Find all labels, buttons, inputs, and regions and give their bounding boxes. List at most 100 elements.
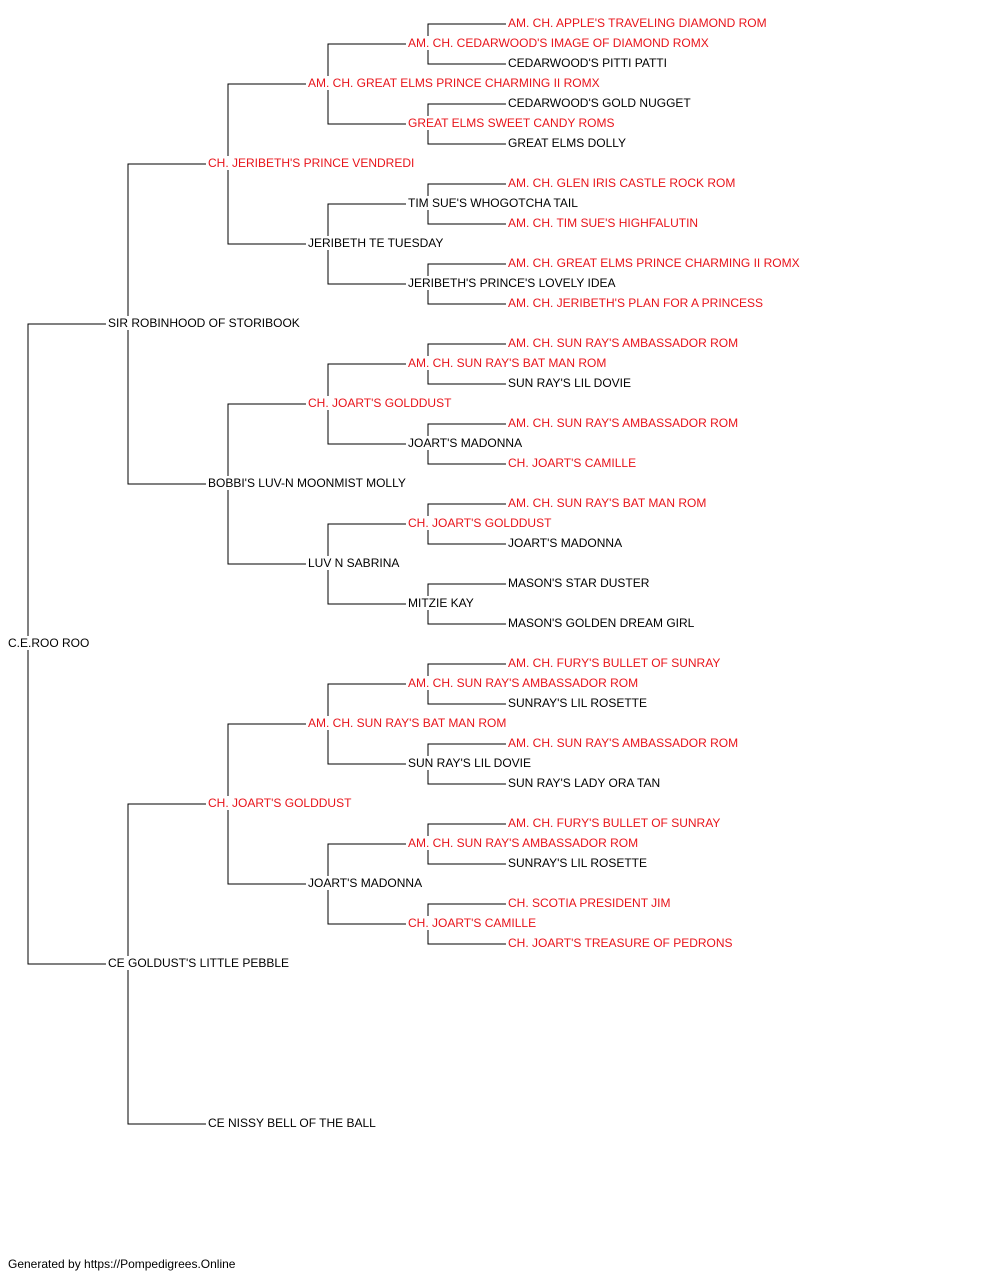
connector-line [227, 403, 306, 476]
connector-line [427, 930, 506, 945]
ancestor-ggg-grandparent-sdsds: AM. CH. SUN RAY'S AMBASSADOR ROM [507, 416, 740, 430]
connector-line [327, 843, 406, 876]
connector-line [127, 163, 206, 316]
connector-line [327, 523, 406, 556]
ancestor-ggg-grandparent-dsssd: SUNRAY'S LIL ROSETTE [507, 696, 648, 710]
ancestor-ggg-grandparent-sssds: CEDARWOOD'S GOLD NUGGET [507, 96, 692, 110]
ancestor-ggg-grandparent-ssddd: AM. CH. JERIBETH'S PLAN FOR A PRINCESS [507, 296, 765, 310]
ancestor-great-grandparent-sds: CH. JOART'S GOLDDUST [307, 396, 453, 410]
ancestor-gg-grandparent-dssd: SUN RAY'S LIL DOVIE [407, 756, 532, 770]
ancestor-gg-grandparent-sddd: MITZIE KAY [407, 596, 475, 610]
ancestor-gg-grandparent-sssd: GREAT ELMS SWEET CANDY ROMS [407, 116, 616, 130]
connector-line [427, 263, 506, 276]
connector-line [427, 343, 506, 356]
ancestor-grandparent-sd: BOBBI'S LUV-N MOONMIST MOLLY [207, 476, 407, 490]
connector-line [327, 363, 406, 396]
ancestor-ggg-grandparent-sdssd: SUN RAY'S LIL DOVIE [507, 376, 632, 390]
connector-line [227, 83, 306, 156]
connector-line [127, 803, 206, 956]
connector-line [427, 610, 506, 625]
footer-credit: Generated by https://Pompedigrees.Online [8, 1257, 236, 1271]
connector-line [427, 183, 506, 196]
ancestor-ggg-grandparent-sddss: AM. CH. SUN RAY'S BAT MAN ROM [507, 496, 708, 510]
ancestor-gg-grandparent-sdsd: JOART'S MADONNA [407, 436, 524, 450]
ancestor-ggg-grandparent-dssdd: SUN RAY'S LADY ORA TAN [507, 776, 662, 790]
ancestor-gg-grandparent-ssdd: JERIBETH'S PRINCE'S LOVELY IDEA [407, 276, 617, 290]
connector-line [427, 103, 506, 116]
ancestor-gg-grandparent-ssss: AM. CH. CEDARWOOD'S IMAGE OF DIAMOND ROM… [407, 36, 710, 50]
connector-line [227, 810, 306, 885]
connector-line [327, 730, 406, 765]
connector-line [227, 490, 306, 565]
ancestor-ggg-grandparent-dsdds: CH. SCOTIA PRESIDENT JIM [507, 896, 672, 910]
ancestor-ggg-grandparent-dsdss: AM. CH. FURY'S BULLET OF SUNRAY [507, 816, 722, 830]
connector-line [227, 170, 306, 245]
ancestor-ggg-grandparent-dssss: AM. CH. FURY'S BULLET OF SUNRAY [507, 656, 722, 670]
connector-line [427, 823, 506, 836]
connector-line [427, 690, 506, 705]
ancestor-great-grandparent-sdd: LUV N SABRINA [307, 556, 401, 570]
ancestor-ggg-grandparent-ssdss: AM. CH. GLEN IRIS CASTLE ROCK ROM [507, 176, 737, 190]
ancestor-ggg-grandparent-ssdsd: AM. CH. TIM SUE'S HIGHFALUTIN [507, 216, 700, 230]
ancestor-ggg-grandparent-sdsdd: CH. JOART'S CAMILLE [507, 456, 638, 470]
connector-line [327, 570, 406, 605]
ancestor-grandparent-ds: CH. JOART'S GOLDDUST [207, 796, 353, 810]
ancestor-great-grandparent-dss: AM. CH. SUN RAY'S BAT MAN ROM [307, 716, 508, 730]
connector-line [427, 23, 506, 36]
ancestor-ggg-grandparent-ssdds: AM. CH. GREAT ELMS PRINCE CHARMING II RO… [507, 256, 801, 270]
ancestor-gg-grandparent-dsds: AM. CH. SUN RAY'S AMBASSADOR ROM [407, 836, 640, 850]
ancestor-great-grandparent-ssd: JERIBETH TE TUESDAY [307, 236, 445, 250]
connector-line [327, 683, 406, 716]
connector-line [327, 890, 406, 925]
ancestor-ggg-grandparent-sssdd: GREAT ELMS DOLLY [507, 136, 628, 150]
connector-line [427, 743, 506, 756]
connector-line [327, 410, 406, 445]
connector-line [427, 770, 506, 785]
connector-line [127, 970, 206, 1125]
connector-line [427, 423, 506, 436]
ancestor-gg-grandparent-sdss: AM. CH. SUN RAY'S BAT MAN ROM [407, 356, 608, 370]
ancestor-ggg-grandparent-ssssd: CEDARWOOD'S PITTI PATTI [507, 56, 668, 70]
connector-line [327, 90, 406, 125]
connector-line [427, 583, 506, 596]
connector-line [427, 903, 506, 916]
ancestor-gg-grandparent-sdds: CH. JOART'S GOLDDUST [407, 516, 553, 530]
ancestor-sire-dam-s: SIR ROBINHOOD OF STORIBOOK [107, 316, 301, 330]
ancestor-gg-grandparent-dsss: AM. CH. SUN RAY'S AMBASSADOR ROM [407, 676, 640, 690]
connector-line [427, 450, 506, 465]
ancestor-ggg-grandparent-sdddd: MASON'S GOLDEN DREAM GIRL [507, 616, 696, 630]
ancestor-ggg-grandparent-sddds: MASON'S STAR DUSTER [507, 576, 651, 590]
ancestor-ggg-grandparent-dsddd: CH. JOART'S TREASURE OF PEDRONS [507, 936, 734, 950]
ancestor-ggg-grandparent-sdsss: AM. CH. SUN RAY'S AMBASSADOR ROM [507, 336, 740, 350]
connector-line [427, 530, 506, 545]
connector-line [227, 723, 306, 796]
ancestor-grandparent-dd: CE NISSY BELL OF THE BALL [207, 1116, 377, 1130]
connector-line [427, 290, 506, 305]
connector-line [427, 130, 506, 145]
connector-line [327, 250, 406, 285]
ancestor-ggg-grandparent-dssds: AM. CH. SUN RAY'S AMBASSADOR ROM [507, 736, 740, 750]
connector-line [427, 663, 506, 676]
connector-line [127, 330, 206, 485]
connector-line [327, 43, 406, 76]
ancestor-sire-dam-d: CE GOLDUST'S LITTLE PEBBLE [107, 956, 291, 970]
connector-line [427, 850, 506, 865]
ancestor-ggg-grandparent-sddsd: JOART'S MADONNA [507, 536, 624, 550]
ancestor-gg-grandparent-dsdd: CH. JOART'S CAMILLE [407, 916, 538, 930]
ancestor-gg-grandparent-ssds: TIM SUE'S WHOGOTCHA TAIL [407, 196, 579, 210]
ancestor-grandparent-ss: CH. JERIBETH'S PRINCE VENDREDI [207, 156, 416, 170]
connector-line [427, 210, 506, 225]
ancestor-root: C.E.ROO ROO [7, 636, 91, 650]
connector-line [427, 50, 506, 65]
ancestor-great-grandparent-dsd: JOART'S MADONNA [307, 876, 424, 890]
ancestor-great-grandparent-sss: AM. CH. GREAT ELMS PRINCE CHARMING II RO… [307, 76, 601, 90]
ancestor-ggg-grandparent-sssss: AM. CH. APPLE'S TRAVELING DIAMOND ROM [507, 16, 768, 30]
connector-line [27, 323, 106, 636]
connector-line [427, 503, 506, 516]
connector-line [27, 650, 106, 965]
connector-line [327, 203, 406, 236]
ancestor-ggg-grandparent-dsdsd: SUNRAY'S LIL ROSETTE [507, 856, 648, 870]
connector-line [427, 370, 506, 385]
